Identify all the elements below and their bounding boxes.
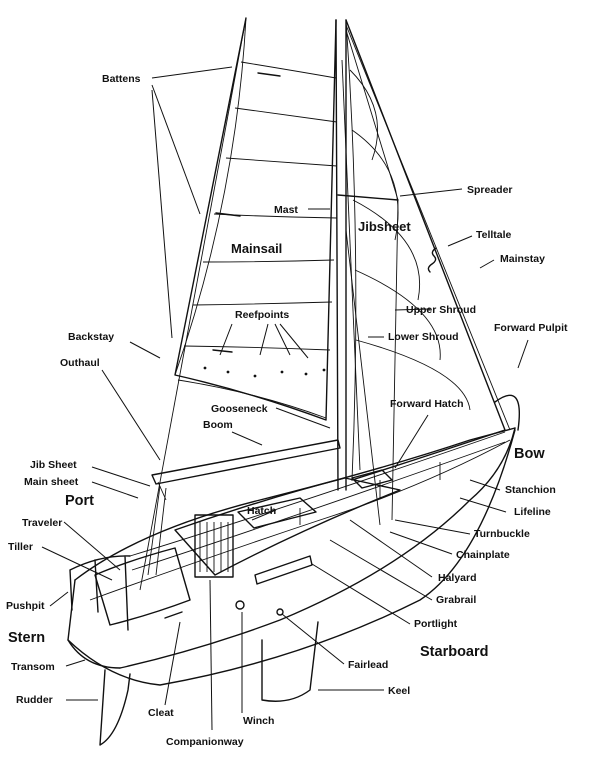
label-keel: Keel <box>388 685 410 697</box>
hull-drawing <box>67 394 520 686</box>
label-spreader: Spreader <box>467 184 513 196</box>
label-gooseneck: Gooseneck <box>211 403 268 415</box>
label-fairlead: Fairlead <box>348 659 388 671</box>
keel-drawing <box>261 621 319 702</box>
label-main-sheet: Main sheet <box>24 476 79 488</box>
label-portlight: Portlight <box>414 618 458 630</box>
label-reefpoints: Reefpoints <box>235 309 289 321</box>
label-turnbuckle: Turnbuckle <box>474 528 530 540</box>
label-stanchion: Stanchion <box>505 484 556 496</box>
mainsail-drawing <box>174 17 338 421</box>
label-bow: Bow <box>514 446 545 462</box>
label-chainplate: Chainplate <box>456 549 510 561</box>
label-tiller: Tiller <box>8 541 33 553</box>
label-upper-shroud: Upper Shroud <box>406 304 476 316</box>
label-stern: Stern <box>8 630 45 646</box>
label-outhaul: Outhaul <box>60 357 100 369</box>
label-transom: Transom <box>11 661 55 673</box>
label-boom: Boom <box>203 419 233 431</box>
label-battens: Battens <box>102 73 141 85</box>
label-winch: Winch <box>243 715 274 727</box>
label-forward-hatch: Forward Hatch <box>390 398 464 410</box>
label-grabrail: Grabrail <box>436 594 476 606</box>
label-companionway: Companionway <box>166 736 244 748</box>
label-jibsheet-sail: Jibsheet <box>358 219 411 234</box>
label-telltale: Telltale <box>476 229 512 241</box>
rigging-drawing <box>139 17 511 591</box>
label-jib-sheet: Jib Sheet <box>30 459 77 471</box>
label-traveler: Traveler <box>22 517 62 529</box>
label-rudder: Rudder <box>16 694 53 706</box>
label-port: Port <box>65 493 94 509</box>
pointer-lines <box>41 66 529 731</box>
label-halyard: Halyard <box>438 572 477 584</box>
label-lifeline: Lifeline <box>514 506 551 518</box>
label-cleat: Cleat <box>148 707 174 719</box>
labels: Battens Mast Spreader Jibsheet Telltale … <box>6 73 568 748</box>
label-backstay: Backstay <box>68 331 114 343</box>
label-forward-pulpit: Forward Pulpit <box>494 322 568 334</box>
label-mainsail: Mainsail <box>231 241 282 256</box>
jib-drawing <box>345 19 506 481</box>
label-hatch: Hatch <box>247 505 276 517</box>
label-mast: Mast <box>274 204 298 216</box>
label-mainstay: Mainstay <box>500 253 545 265</box>
label-pushpit: Pushpit <box>6 600 45 612</box>
rudder-drawing <box>99 669 131 746</box>
label-lower-shroud: Lower Shroud <box>388 331 459 343</box>
label-starboard: Starboard <box>420 644 489 660</box>
